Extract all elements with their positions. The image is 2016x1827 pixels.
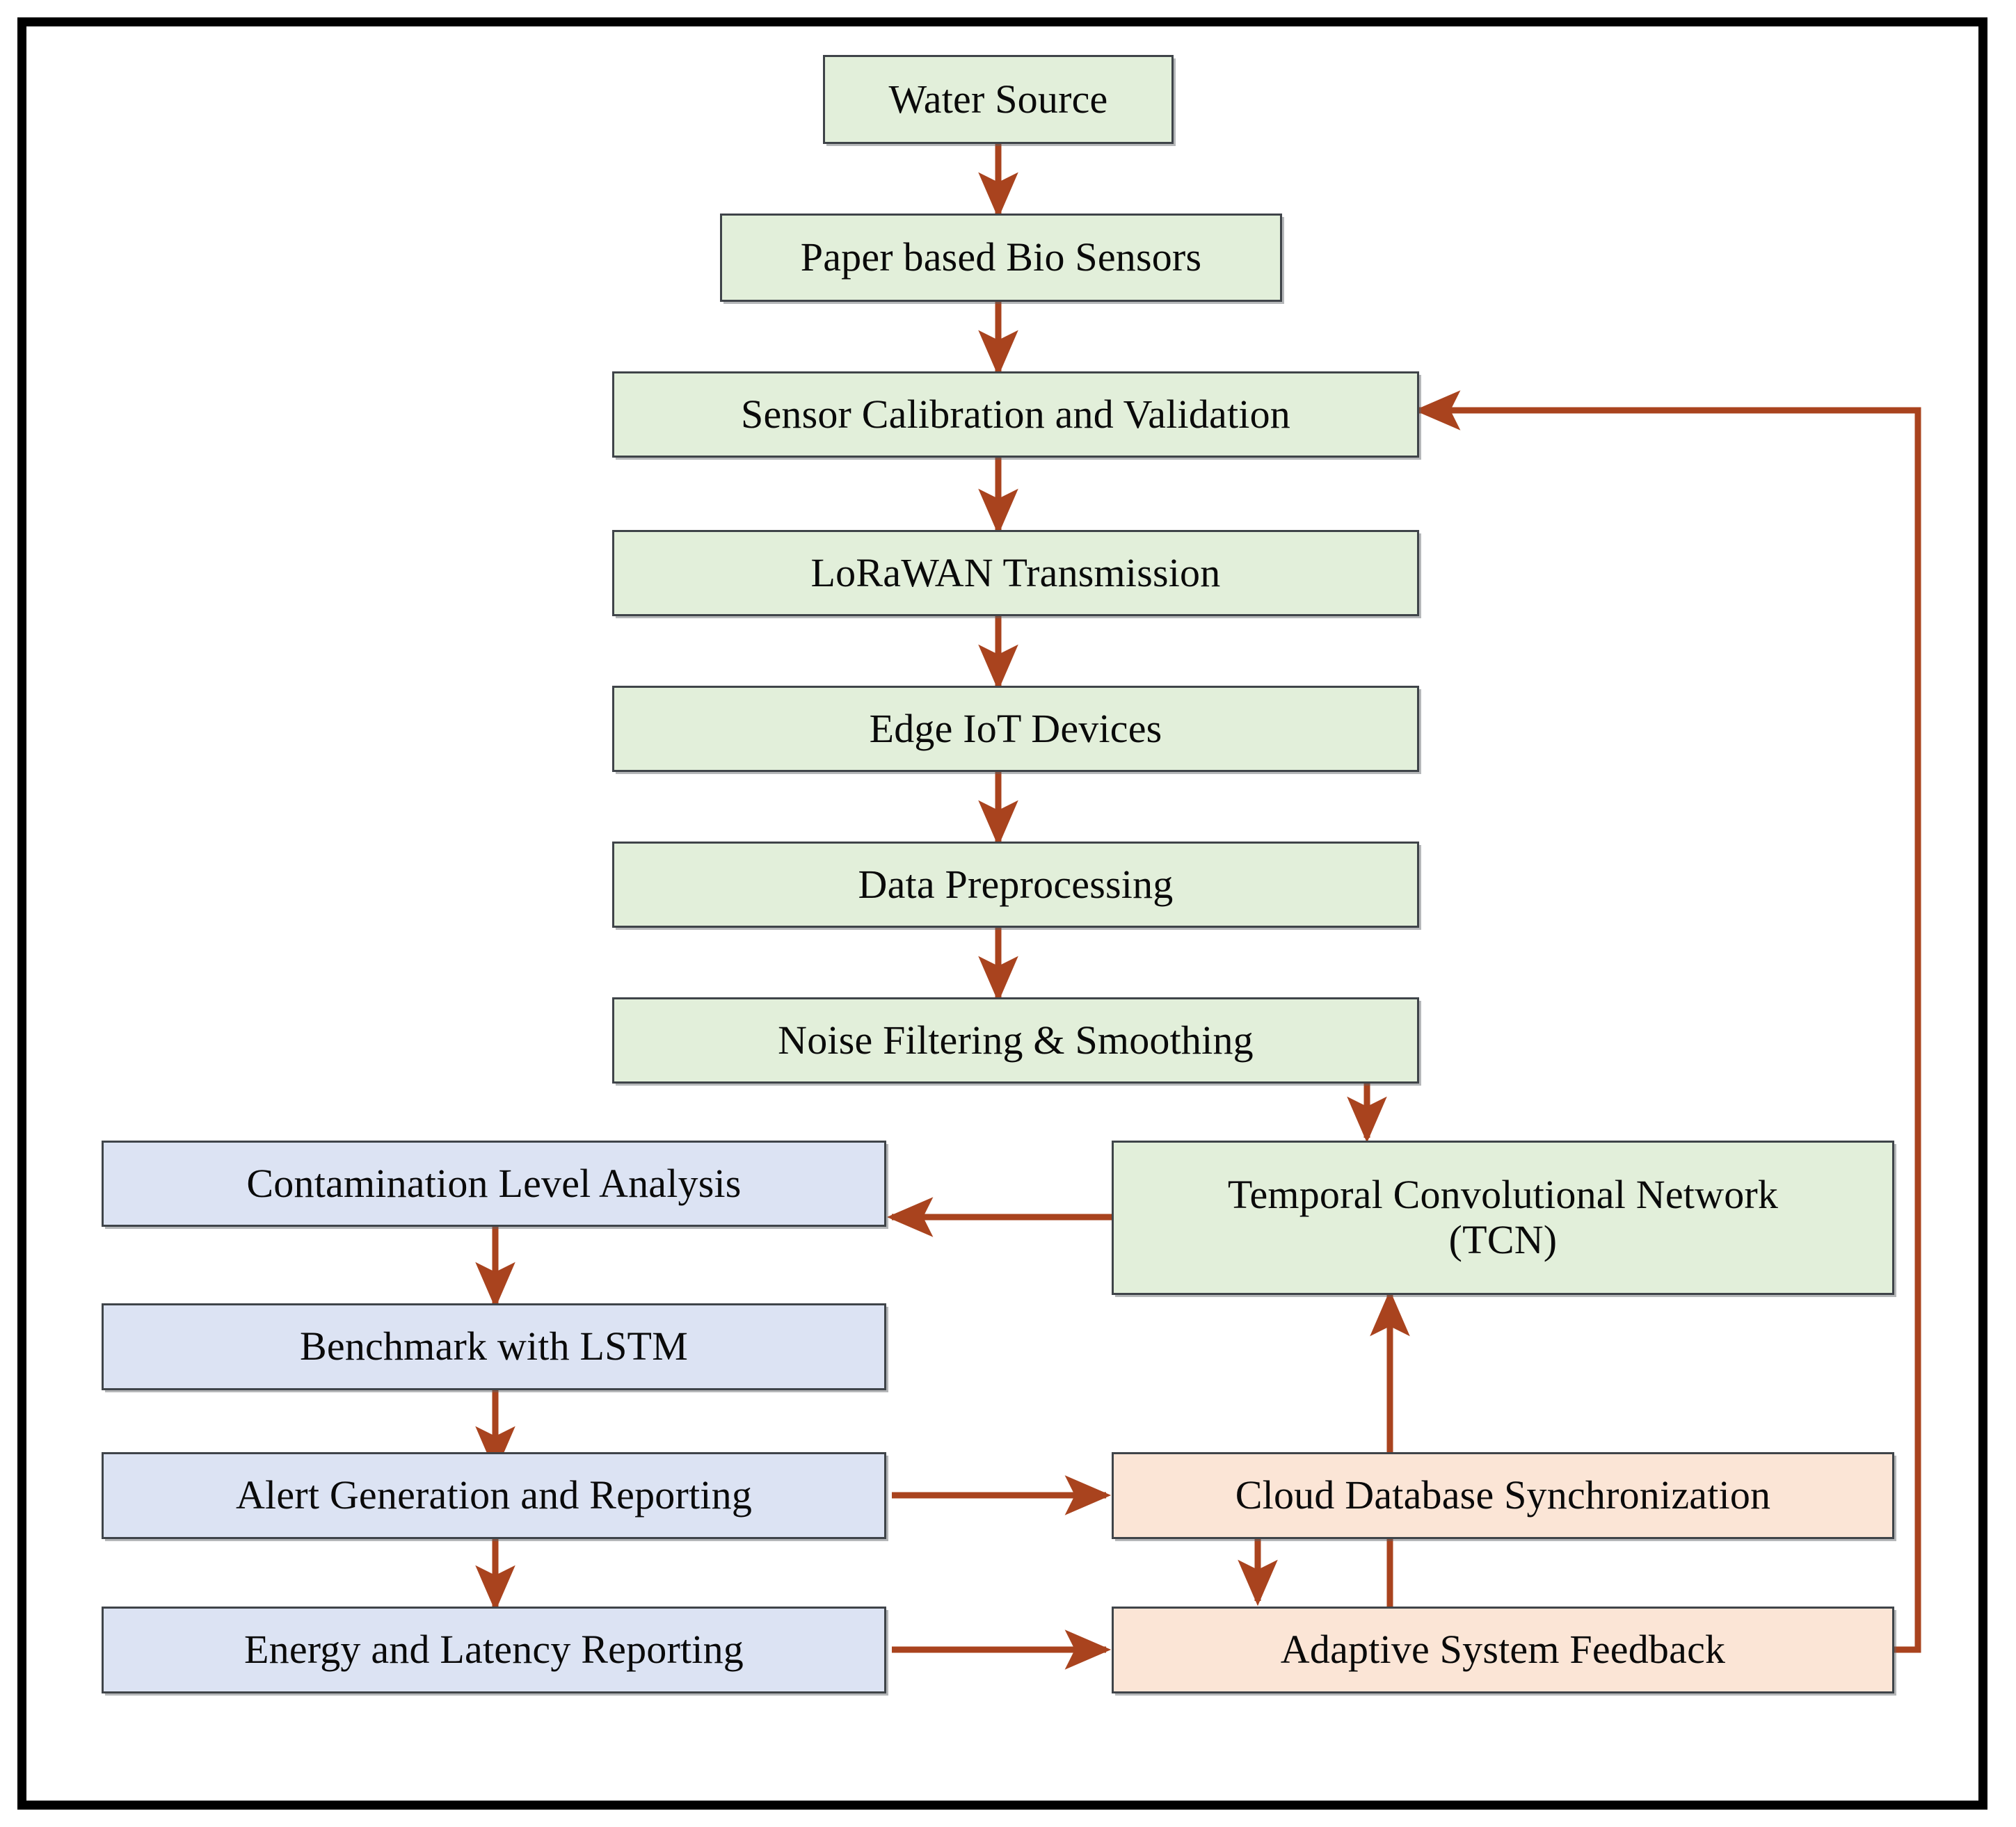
node-sensor-calibration-and-validation[interactable]: Sensor Calibration and Validation: [612, 371, 1419, 458]
node-adaptive-system-feedback-label: Adaptive System Feedback: [1280, 1627, 1726, 1673]
node-noise-filtering-and-smoothing[interactable]: Noise Filtering & Smoothing: [612, 997, 1419, 1084]
node-water-source-label: Water Source: [888, 76, 1108, 122]
node-edge-iot-devices[interactable]: Edge IoT Devices: [612, 686, 1419, 772]
node-water-source[interactable]: Water Source: [823, 55, 1174, 144]
node-temporal-convolutional-network-label: Temporal Convolutional Network: [1227, 1172, 1779, 1218]
node-alert-generation-and-reporting-label: Alert Generation and Reporting: [235, 1472, 753, 1518]
node-sensor-calibration-and-validation-label: Sensor Calibration and Validation: [740, 391, 1291, 437]
node-cloud-database-synchronization[interactable]: Cloud Database Synchronization: [1112, 1452, 1894, 1539]
figure-border: [17, 17, 1987, 1810]
node-benchmark-with-lstm-label: Benchmark with LSTM: [300, 1323, 688, 1369]
node-data-preprocessing[interactable]: Data Preprocessing: [612, 842, 1419, 928]
node-cloud-database-synchronization-label: Cloud Database Synchronization: [1235, 1472, 1771, 1518]
node-benchmark-with-lstm[interactable]: Benchmark with LSTM: [102, 1303, 886, 1390]
node-lorawan-transmission[interactable]: LoRaWAN Transmission: [612, 530, 1419, 616]
node-temporal-convolutional-network-acronym: (TCN): [1448, 1217, 1558, 1262]
node-alert-generation-and-reporting[interactable]: Alert Generation and Reporting: [102, 1452, 886, 1539]
node-contamination-level-analysis[interactable]: Contamination Level Analysis: [102, 1141, 886, 1227]
node-lorawan-transmission-label: LoRaWAN Transmission: [810, 549, 1221, 595]
node-energy-and-latency-reporting[interactable]: Energy and Latency Reporting: [102, 1607, 886, 1693]
node-data-preprocessing-label: Data Preprocessing: [858, 861, 1174, 907]
node-temporal-convolutional-network[interactable]: Temporal Convolutional Network (TCN): [1112, 1141, 1894, 1295]
node-edge-iot-devices-label: Edge IoT Devices: [869, 705, 1162, 751]
node-adaptive-system-feedback[interactable]: Adaptive System Feedback: [1112, 1607, 1894, 1693]
node-paper-based-bio-sensors-label: Paper based Bio Sensors: [800, 234, 1202, 280]
node-paper-based-bio-sensors[interactable]: Paper based Bio Sensors: [720, 214, 1282, 302]
node-noise-filtering-and-smoothing-label: Noise Filtering & Smoothing: [778, 1017, 1254, 1063]
node-contamination-level-analysis-label: Contamination Level Analysis: [246, 1160, 742, 1206]
node-energy-and-latency-reporting-label: Energy and Latency Reporting: [243, 1627, 744, 1673]
